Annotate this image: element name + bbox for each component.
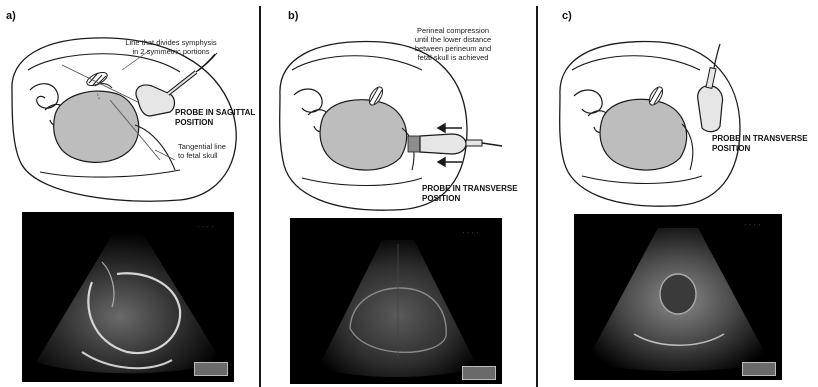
probe-label-transverse-c: PROBE IN TRANSVERSE POSITION — [712, 134, 808, 153]
annotation-line-4: fetal skull is achieved — [394, 53, 512, 62]
annotation-symphysis-line: Line that divides symphysis in 2 symmetr… — [116, 38, 226, 56]
divider-2 — [536, 6, 538, 387]
probe-label-sagittal: PROBE IN SAGITTAL POSITION — [175, 108, 255, 127]
ultrasound-c-scan: · · · · — [574, 214, 782, 380]
probe-label-line-1: PROBE IN SAGITTAL — [175, 108, 255, 118]
probe-label-transverse-b: PROBE IN TRANSVERSE POSITION — [422, 184, 518, 203]
ultrasound-image-a: · · · · — [22, 212, 234, 382]
ultrasound-info-tag — [194, 362, 228, 376]
panel-b: b) Perineal compression un — [262, 0, 534, 387]
probe-label-line-2: POSITION — [175, 118, 255, 128]
transverse-probe-icon — [420, 134, 502, 154]
probe-label-line-1: PROBE IN TRANSVERSE — [712, 134, 808, 144]
annotation-tangential-line: Tangential line to fetal skull — [178, 142, 226, 160]
svg-text:· · · ·: · · · · — [197, 226, 214, 230]
annotation-line-2: until the lower distance — [394, 35, 512, 44]
annotation-line-1: Tangential line — [178, 142, 226, 151]
probe-label-line-2: POSITION — [422, 194, 518, 204]
panel-a: a) — [0, 0, 262, 387]
probe-label-line-2: POSITION — [712, 144, 808, 154]
probe-label-line-1: PROBE IN TRANSVERSE — [422, 184, 518, 194]
ultrasound-a-scan: · · · · — [22, 212, 234, 382]
divider-1 — [259, 6, 261, 387]
annotation-line-1: Line that divides symphysis — [116, 38, 226, 47]
panel-c-illustration — [540, 0, 818, 210]
ultrasound-b-scan: · · · · — [290, 218, 502, 384]
annotation-line-2: in 2 symmetric portions — [116, 47, 226, 56]
svg-text:· · · ·: · · · · — [462, 232, 479, 236]
perineum-contact-block — [408, 136, 420, 152]
panel-c: c) PROBE IN TRANSVERSE POSITION — [540, 0, 818, 387]
annotation-line-2: to fetal skull — [178, 151, 226, 160]
panel-a-illustration — [0, 0, 262, 200]
ultrasound-image-c: · · · · — [574, 214, 782, 380]
annotation-line-3: between perineum and — [394, 44, 512, 53]
annotation-line-1: Perineal compression — [394, 26, 512, 35]
annotation-perineal-compression: Perineal compression until the lower dis… — [394, 26, 512, 62]
svg-text:· · · ·: · · · · — [744, 224, 761, 228]
ultrasound-image-b: · · · · — [290, 218, 502, 384]
ultrasound-info-tag — [742, 362, 776, 376]
ultrasound-info-tag — [462, 366, 496, 380]
